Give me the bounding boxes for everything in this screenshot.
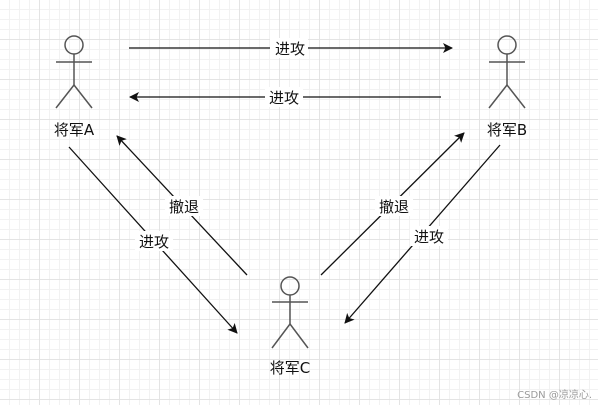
stick-figure-icon [271,276,309,349]
watermark: CSDN @凉凉心. [517,390,592,401]
actor-label: 将军C [270,359,310,377]
actor-label: 将军B [487,121,527,139]
stick-figure-icon [488,35,526,109]
edge-label: 进攻 [275,40,305,58]
actor-general-b[interactable]: 将军B [487,35,527,139]
edge-label: 撤退 [169,198,199,216]
edge-label: 进攻 [414,228,444,246]
actor-general-c[interactable]: 将军C [270,276,310,377]
actor-label: 将军A [54,121,95,139]
edge-a-to-b[interactable]: 进攻 [129,38,453,58]
edge-c-to-b[interactable]: 撤退 [320,132,465,276]
edge-label: 进攻 [139,233,169,251]
edge-b-to-a[interactable]: 进攻 [129,87,441,107]
edge-label: 撤退 [379,198,409,216]
actor-general-a[interactable]: 将军A [54,35,95,139]
edge-label: 进攻 [269,89,299,107]
edge-b-to-c[interactable]: 进攻 [344,144,501,324]
stick-figure-icon [55,35,93,109]
edge-c-to-a[interactable]: 撤退 [116,135,248,276]
edge-a-to-c[interactable]: 进攻 [68,146,238,334]
